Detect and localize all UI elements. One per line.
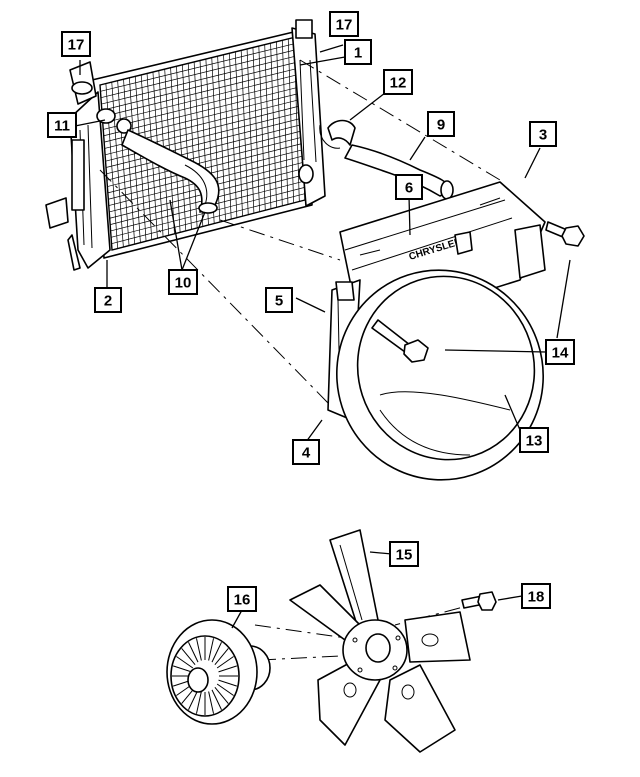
- shroud-clip: [335, 281, 355, 301]
- fan-shroud: CHRYSLER: [327, 181, 546, 481]
- callout-12-label: 12: [390, 75, 407, 92]
- callout-11: 11: [47, 112, 77, 138]
- callout-15-label: 15: [396, 547, 413, 564]
- upper-hose: [319, 119, 454, 200]
- callout-11-label: 11: [54, 118, 70, 135]
- fan-blade-assembly: [289, 529, 471, 753]
- callout-17-right-label: 17: [336, 17, 353, 34]
- callout-14-label: 14: [552, 345, 569, 362]
- shroud-bolt-right: [545, 221, 585, 247]
- callout-4: 4: [292, 439, 320, 465]
- callout-2-label: 2: [104, 293, 112, 310]
- fan-clutch: [166, 619, 271, 725]
- callout-10: 10: [168, 269, 198, 295]
- callout-16-label: 16: [234, 592, 251, 609]
- callout-2: 2: [94, 287, 122, 313]
- callout-4-label: 4: [302, 445, 311, 462]
- callout-14: 14: [545, 339, 575, 365]
- callout-13-label: 13: [526, 433, 543, 450]
- callout-18: 18: [521, 583, 551, 609]
- callout-1: 1: [344, 39, 372, 65]
- callout-6-label: 6: [405, 180, 413, 197]
- dash-line-3: [99, 169, 331, 406]
- callout-6: 6: [395, 174, 423, 200]
- callout-17-right: 17: [329, 11, 359, 37]
- dash-line-2: [299, 59, 501, 181]
- callout-9-label: 9: [437, 117, 445, 134]
- callout-9: 9: [427, 111, 455, 137]
- leader-lines: [74, 44, 571, 629]
- radiator: [45, 19, 326, 271]
- callout-1-label: 1: [354, 45, 362, 62]
- shroud-bolt-left: [371, 319, 429, 363]
- callout-15: 15: [389, 541, 419, 567]
- fan-bolt: [461, 591, 497, 611]
- callout-5: 5: [265, 287, 293, 313]
- callout-18-label: 18: [528, 589, 545, 606]
- callout-3-label: 3: [539, 127, 547, 144]
- callout-17-left-label: 17: [68, 37, 85, 54]
- callout-17-left: 17: [61, 31, 91, 57]
- callout-13: 13: [519, 427, 549, 453]
- callout-12: 12: [383, 69, 413, 95]
- callout-5-label: 5: [275, 293, 283, 310]
- callout-10-label: 10: [175, 275, 192, 292]
- callout-16: 16: [227, 586, 257, 612]
- dash-line-4: [254, 624, 361, 641]
- lower-hose: [121, 129, 220, 214]
- callout-3: 3: [529, 121, 557, 147]
- dash-line-1: [219, 219, 341, 261]
